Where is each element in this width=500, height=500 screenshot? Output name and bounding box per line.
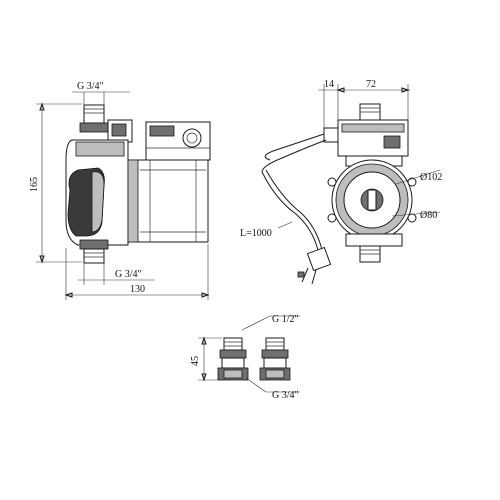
cable-gland <box>323 127 339 143</box>
terminal-cap <box>182 128 202 148</box>
height-165-label: 165 <box>29 177 40 192</box>
outlet-thread-label: G 3/4" <box>115 269 142 280</box>
thread-threequarter-label: G 3/4" <box>272 390 299 401</box>
adapter-right <box>259 337 291 381</box>
width-72-label: 72 <box>366 79 376 90</box>
offset-14-label: 14 <box>324 79 334 90</box>
thread-half-label: G 1/2" <box>272 314 299 325</box>
adapter-left <box>217 337 249 381</box>
cable-upper <box>264 133 325 161</box>
length-130-label: 130 <box>130 284 145 295</box>
power-plug <box>306 246 332 272</box>
left-dimensions: G 3/4" 165 G 3/4" 130 <box>29 81 210 300</box>
right-dimensions: 14 72 Ø102 Ø80 L=1000 <box>240 79 442 239</box>
diameter-102-label: Ø102 <box>420 172 442 183</box>
pump-side-view <box>65 104 211 264</box>
bottom-nut <box>79 239 109 250</box>
cable-length-label: L=1000 <box>240 228 272 239</box>
top-nut <box>79 122 109 133</box>
cable-lower <box>261 171 319 251</box>
inlet-thread-label: G 3/4" <box>77 81 104 92</box>
height-45-label: 45 <box>190 356 201 366</box>
pump-front-view <box>261 103 417 285</box>
diameter-80-label: Ø80 <box>420 210 437 221</box>
adapter-fittings: 45 G 1/2" G 3/4" <box>190 314 300 401</box>
top-fitting <box>83 104 105 124</box>
bottom-fitting <box>83 248 105 264</box>
